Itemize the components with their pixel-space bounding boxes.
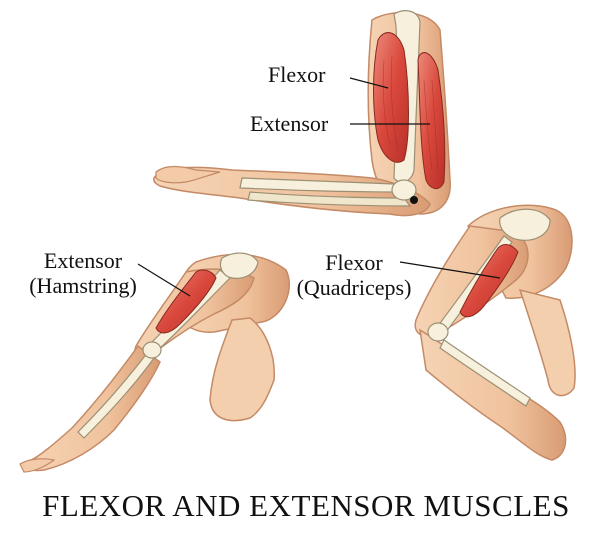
hamstring-label-line1: Extensor: [43, 248, 123, 273]
right-pelvis-bone: [499, 208, 551, 241]
figure-caption: FLEXOR AND EXTENSOR MUSCLES: [42, 488, 570, 523]
leader-arm-flexor: [349, 77, 389, 89]
hamstring-label-line2: (Hamstring): [29, 273, 137, 299]
right-background-leg: [518, 288, 576, 397]
hamstring-label: Extensor (Hamstring): [14, 248, 152, 299]
leader-quadriceps: [399, 261, 501, 279]
left-tibia-bone: [77, 351, 155, 439]
hand-skin: [155, 165, 221, 184]
right-knee-joint: [427, 322, 449, 342]
right-leg-illustration: [414, 204, 576, 461]
arm-illustration: [153, 10, 451, 217]
quadriceps-label-line1: Flexor: [325, 250, 383, 275]
quadriceps-label: Flexor (Quadriceps): [280, 250, 428, 301]
quadriceps-muscle: [459, 244, 519, 318]
right-tibia-bone: [439, 339, 531, 407]
arm-flexor-label: Flexor: [268, 62, 326, 87]
biceps-muscle: [373, 32, 409, 163]
ulna-bone: [247, 191, 412, 207]
left-leg-illustration: [19, 252, 291, 473]
hamstring-muscle: [155, 269, 217, 334]
left-background-leg: [209, 317, 275, 422]
elbow-joint: [391, 179, 417, 201]
quadriceps-label-line2: (Quadriceps): [296, 275, 412, 301]
left-foot-skin: [19, 458, 56, 473]
elbow-dot: [410, 196, 418, 204]
left-pelvis-bone: [219, 252, 259, 279]
leader-hamstring: [137, 263, 191, 297]
arm-extensor-label: Extensor: [250, 111, 329, 136]
left-knee-joint: [142, 341, 162, 359]
